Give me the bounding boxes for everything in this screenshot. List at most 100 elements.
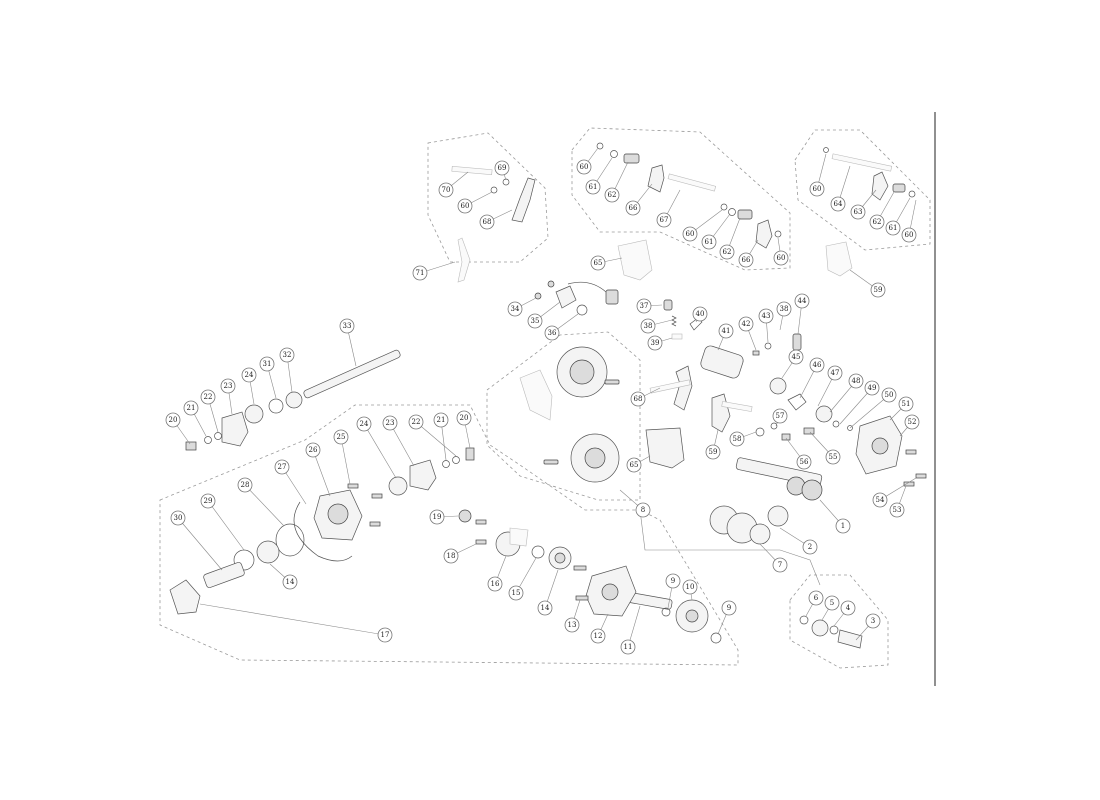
callout-65: 65 [590, 255, 606, 271]
part-bolt-25c [369, 521, 381, 527]
callout-number: 23 [224, 382, 233, 390]
callout-60: 60 [809, 181, 825, 197]
part-gear-10-hub [685, 609, 699, 623]
leader-line-26 [312, 449, 331, 497]
callout-68: 68 [479, 214, 495, 230]
callout-circle [625, 200, 641, 216]
part-spring-62a [623, 153, 640, 164]
part-ring-61c [908, 190, 916, 198]
callout-number: 16 [491, 580, 500, 588]
callout-number: 60 [905, 231, 914, 239]
callout-number: 14 [541, 604, 550, 612]
callout-circle [773, 250, 789, 266]
callout-circle [333, 429, 349, 445]
callout-circle [721, 600, 737, 616]
callout-circle [620, 639, 636, 655]
callout-46: 46 [809, 357, 825, 373]
part-bolt-13a [575, 595, 589, 601]
callout-circle [590, 628, 606, 644]
callout-circle [870, 282, 886, 298]
part-bolt-housing-b [543, 459, 559, 465]
part-plate-16 [509, 527, 529, 547]
callout-circle [788, 349, 804, 365]
callout-16: 16 [487, 576, 503, 592]
part-bearing-32 [285, 391, 303, 409]
part-bearing-19 [458, 509, 472, 523]
part-fork-68b [673, 365, 693, 411]
callout-number: 9 [727, 604, 731, 612]
callout-57: 57 [772, 408, 788, 424]
part-fork-65 [617, 239, 653, 281]
callout-number: 38 [644, 322, 653, 330]
part-spring-44 [792, 333, 802, 351]
callout-3: 3 [865, 613, 881, 629]
part-ring-61b [728, 208, 736, 216]
part-ring-61a [610, 150, 618, 158]
callout-circle [885, 220, 901, 236]
callout-10: 10 [682, 579, 698, 595]
callout-number: 51 [902, 400, 911, 408]
callout-circle [738, 252, 754, 268]
leader-line-30 [177, 517, 223, 571]
part-plug-55 [803, 427, 815, 435]
callout-circle [544, 325, 560, 341]
callout-24: 24 [241, 367, 257, 383]
callout-26: 26 [305, 442, 321, 458]
callout-circle [200, 493, 216, 509]
callout-68: 68 [630, 391, 646, 407]
callout-number: 57 [776, 412, 785, 420]
callout-62: 62 [869, 214, 885, 230]
callout-number: 31 [263, 360, 272, 368]
callout-number: 10 [686, 583, 695, 591]
part-bolt-25b [371, 493, 383, 499]
part-sensor-cable [567, 281, 607, 293]
callout-circle [808, 590, 824, 606]
callout-circle [701, 234, 717, 250]
callout-4: 4 [840, 600, 856, 616]
part-bolt-13b [573, 565, 587, 571]
part-ring-31 [268, 398, 284, 414]
callout-circle [576, 159, 592, 175]
callout-number: 66 [742, 256, 751, 264]
leader-line-23 [389, 422, 415, 467]
callout-58: 58 [729, 431, 745, 447]
callout-61: 61 [885, 220, 901, 236]
part-fork-66b [755, 219, 773, 249]
part-pin-56 [781, 433, 791, 441]
callout-number: 49 [868, 384, 877, 392]
callout-number: 37 [640, 302, 649, 310]
callout-36: 36 [544, 325, 560, 341]
part-gear-1b [801, 479, 823, 501]
callout-number: 35 [531, 317, 540, 325]
callout-number: 52 [908, 418, 917, 426]
callout-number: 62 [723, 248, 732, 256]
callout-44: 44 [794, 293, 810, 309]
callout-circle [794, 293, 810, 309]
callout-number: 40 [696, 310, 705, 318]
callout-circle [889, 502, 905, 518]
callout-59: 59 [705, 444, 721, 460]
part-bolt-housing-a [604, 379, 620, 385]
part-bolt-20b [185, 441, 197, 451]
callout-49: 49 [864, 380, 880, 396]
callout-18: 18 [443, 548, 459, 564]
part-washer-9b [710, 632, 722, 644]
part-pin-42 [752, 350, 760, 356]
callout-42: 42 [738, 316, 754, 332]
callout-circle [869, 214, 885, 230]
callout-13: 13 [564, 617, 580, 633]
callout-21: 21 [183, 400, 199, 416]
callout-circle [630, 391, 646, 407]
callout-number: 33 [343, 322, 352, 330]
callout-circle [640, 318, 656, 334]
part-circlip-60 [490, 186, 498, 194]
callout-22: 22 [408, 414, 424, 430]
callout-number: 45 [792, 353, 801, 361]
callout-circle [305, 442, 321, 458]
callout-circle [738, 316, 754, 332]
part-flange-12-hub [601, 583, 619, 601]
part-washer-21a [442, 460, 450, 468]
callout-circle [827, 365, 843, 381]
callout-37: 37 [636, 298, 652, 314]
callout-39: 39 [647, 335, 663, 351]
